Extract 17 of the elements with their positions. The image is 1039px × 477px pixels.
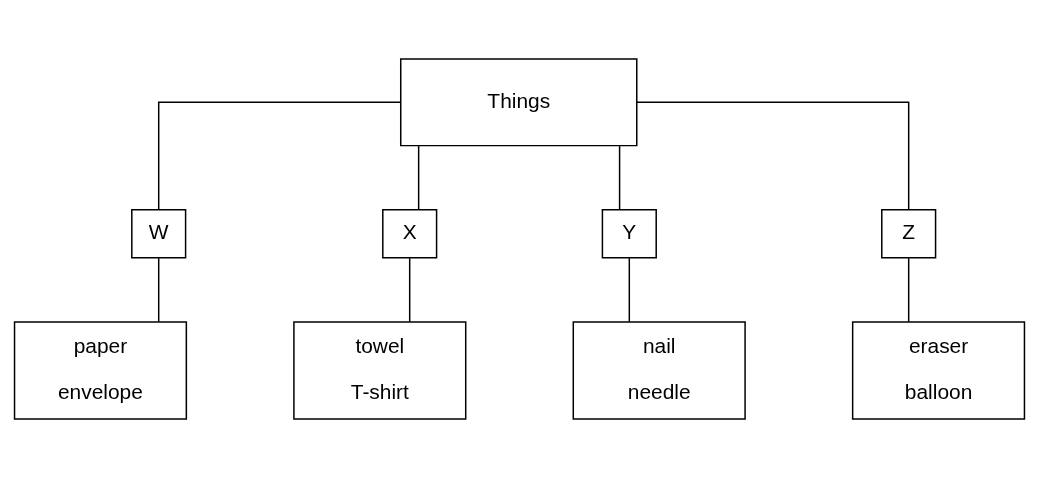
connector	[636, 101, 910, 210]
connector	[157, 101, 402, 210]
node-box: Y	[601, 208, 657, 258]
node-box: nail needle	[572, 320, 746, 420]
connector	[618, 144, 621, 210]
connector	[408, 256, 411, 323]
connector	[907, 256, 910, 323]
node-box: towel T-shirt	[293, 320, 467, 420]
connector	[157, 256, 160, 323]
node-box: Z	[881, 208, 937, 258]
node-box: eraser balloon	[851, 320, 1026, 420]
connector	[417, 144, 420, 210]
node-box: paper envelope	[13, 320, 188, 420]
connector	[628, 256, 631, 323]
node-box: X	[382, 208, 438, 258]
node-box: W	[131, 208, 187, 258]
node-box: Things	[400, 57, 638, 146]
